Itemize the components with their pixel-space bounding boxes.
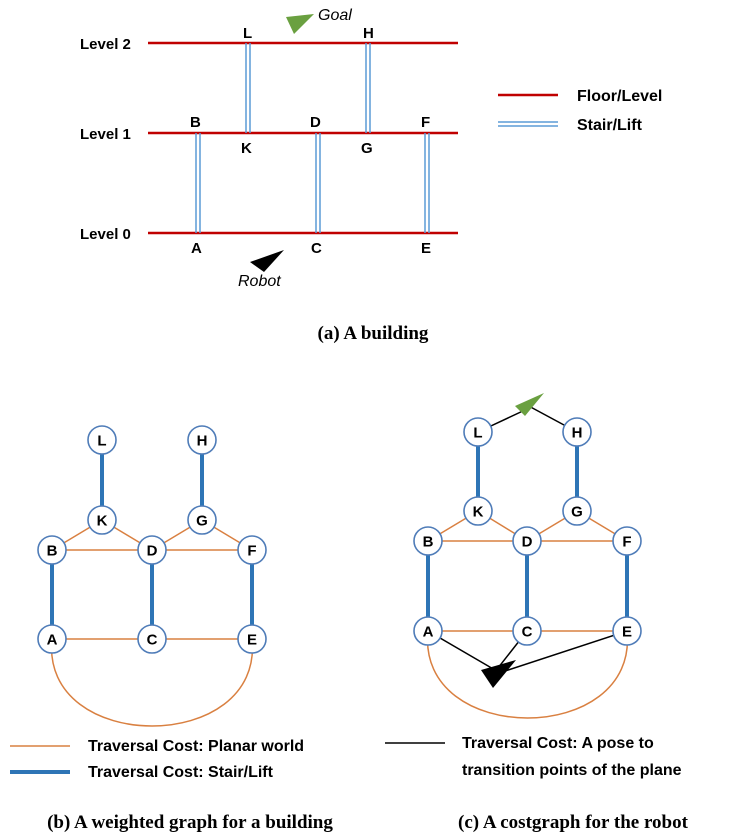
- legend-stair-label: Stair/Lift: [577, 117, 643, 134]
- caption-b: (b) A weighted graph for a building: [47, 812, 333, 833]
- edge-c-A-E-arc: [427, 630, 628, 719]
- graph-b-node-F: F: [237, 535, 267, 565]
- svg-text:G: G: [571, 504, 583, 521]
- graph-c-node-K: K: [463, 496, 493, 526]
- svg-text:H: H: [197, 433, 208, 450]
- svg-text:B: B: [423, 534, 434, 551]
- point-label-E: E: [421, 240, 431, 257]
- point-label-B: B: [190, 114, 201, 131]
- svg-text:F: F: [247, 543, 256, 560]
- graph-b-node-G: G: [187, 505, 217, 535]
- graph-c-node-C: C: [512, 616, 542, 646]
- legend-floor-label: Floor/Level: [577, 88, 662, 105]
- legend-pose-label-line2: transition points of the plane: [462, 762, 682, 779]
- graph-b-node-K: K: [87, 505, 117, 535]
- svg-text:A: A: [423, 624, 434, 641]
- graph-c-node-G: G: [562, 496, 592, 526]
- goal-marker-icon: [286, 14, 314, 34]
- stair-A-B: [195, 133, 201, 233]
- costgraph: L H K G B D F A C E (c) A costgraph for …: [413, 393, 689, 833]
- svg-text:H: H: [572, 425, 583, 442]
- svg-text:L: L: [97, 433, 106, 450]
- svg-text:E: E: [622, 624, 632, 641]
- graph-c-node-B: B: [413, 526, 443, 556]
- svg-text:F: F: [622, 534, 631, 551]
- graph-c-node-H: H: [562, 417, 592, 447]
- graph-b-node-L: L: [87, 425, 117, 455]
- point-label-H: H: [363, 25, 374, 42]
- legend-planar-label: Traversal Cost: Planar world: [88, 738, 304, 755]
- graph-b-node-A: A: [37, 624, 67, 654]
- point-label-A: A: [191, 240, 202, 257]
- graph-b-node-H: H: [187, 425, 217, 455]
- stair-K-L: [245, 43, 251, 133]
- point-label-K: K: [241, 140, 252, 157]
- graph-b-node-B: B: [37, 535, 67, 565]
- level-1-label: Level 1: [80, 126, 131, 143]
- edge-A-E-arc: [51, 638, 253, 727]
- robot-marker-icon: [250, 250, 284, 272]
- point-label-G: G: [361, 140, 373, 157]
- goal-label: Goal: [318, 7, 352, 24]
- point-label-D: D: [310, 114, 321, 131]
- svg-text:C: C: [522, 624, 533, 641]
- legend-lift-label: Traversal Cost: Stair/Lift: [88, 764, 274, 781]
- stair-G-H: [365, 43, 371, 133]
- graph-b-node-C: C: [137, 624, 167, 654]
- graph-c-node-F: F: [612, 526, 642, 556]
- svg-text:D: D: [147, 543, 158, 560]
- stair-E-F: [424, 133, 430, 233]
- stair-C-D: [315, 133, 321, 233]
- level-2-label: Level 2: [80, 36, 131, 53]
- graph-c-node-L: L: [463, 417, 493, 447]
- robot-label: Robot: [238, 273, 281, 290]
- weighted-graph: L H K G B D F A C E (b) A weighted graph…: [37, 425, 333, 833]
- graph-b-node-D: D: [137, 535, 167, 565]
- svg-text:G: G: [196, 513, 208, 530]
- point-label-C: C: [311, 240, 322, 257]
- svg-text:D: D: [522, 534, 533, 551]
- caption-c: (c) A costgraph for the robot: [458, 812, 689, 833]
- graph-b-node-E: E: [237, 624, 267, 654]
- building-diagram: Level 2 Level 1 Level 0 L H B D F K G A …: [80, 7, 662, 344]
- edge-c-E-robot: [501, 630, 628, 673]
- caption-a: (a) A building: [318, 323, 429, 344]
- svg-text:K: K: [473, 504, 484, 521]
- level-0-label: Level 0: [80, 226, 131, 243]
- svg-text:B: B: [47, 543, 58, 560]
- legend-pose-label-line1: Traversal Cost: A pose to: [462, 735, 654, 752]
- robot-marker-icon-c: [481, 660, 516, 688]
- legend-stair-swatch: [498, 121, 558, 127]
- svg-text:C: C: [147, 632, 158, 649]
- point-label-L: L: [243, 25, 252, 42]
- svg-text:L: L: [473, 425, 482, 442]
- graph-c-node-E: E: [612, 616, 642, 646]
- svg-text:K: K: [97, 513, 108, 530]
- point-label-F: F: [421, 114, 430, 131]
- graph-c-node-D: D: [512, 526, 542, 556]
- svg-text:A: A: [47, 632, 58, 649]
- graph-c-node-A: A: [413, 616, 443, 646]
- goal-marker-icon-c: [515, 393, 544, 416]
- bottom-legend: Traversal Cost: Planar world Traversal C…: [10, 735, 682, 781]
- svg-text:E: E: [247, 632, 257, 649]
